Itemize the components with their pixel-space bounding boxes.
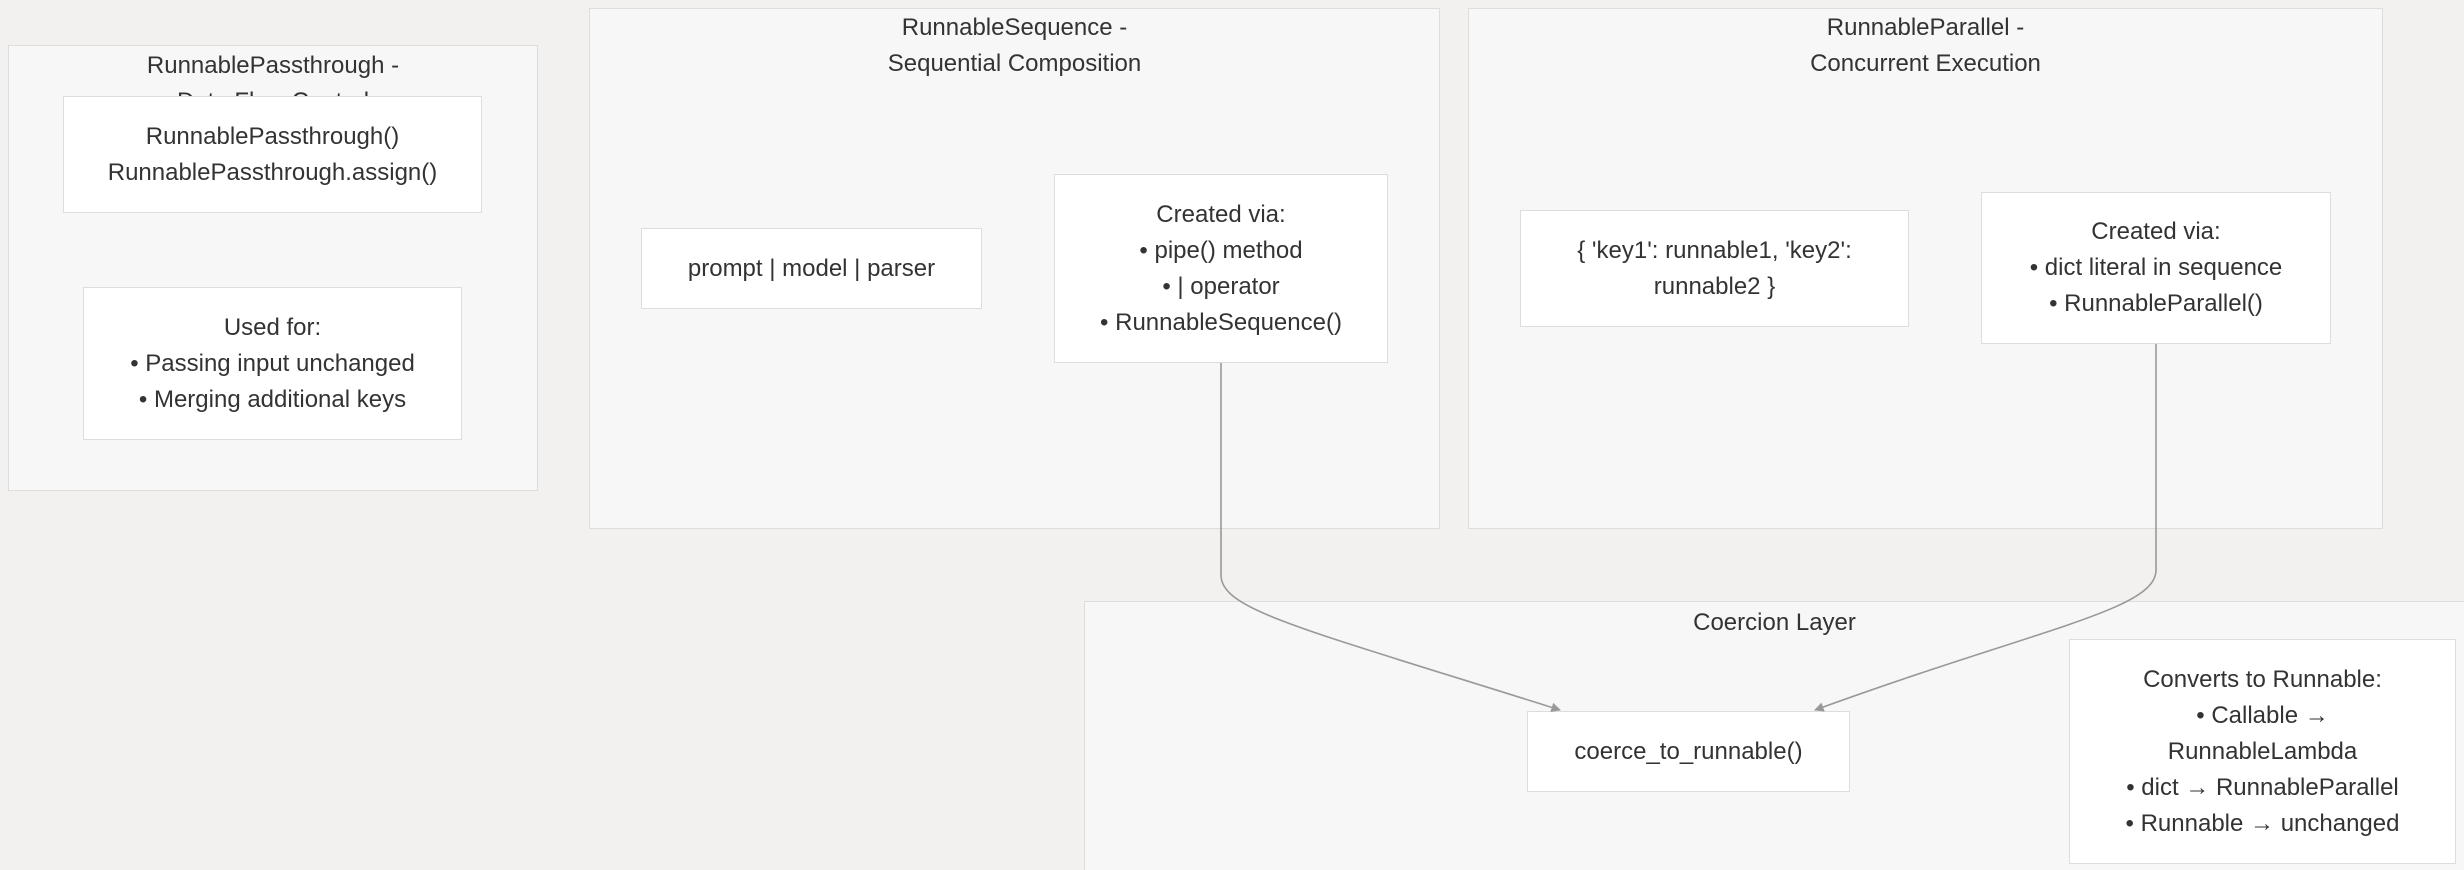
coerce-function-node: coerce_to_runnable() [1527, 711, 1850, 792]
passthrough-usage-label: Used for: • Passing input unchanged • Me… [130, 313, 415, 413]
sequence-example-node: prompt | model | parser [641, 228, 982, 309]
parallel-creation-label: Created via: • dict literal in sequence … [2029, 218, 2283, 317]
coerce-rules-node: Converts to Runnable: • Callable → Runna… [2069, 639, 2456, 864]
parallel-example-label: { 'key1': runnable1, 'key2': runnable2 } [1577, 236, 1852, 300]
coerce-rules-label: Converts to Runnable: • Callable → Runna… [2125, 665, 2400, 837]
passthrough-methods-node: RunnablePassthrough() RunnablePassthroug… [63, 96, 482, 213]
sequence-creation-node: Created via: • pipe() method • | operato… [1054, 174, 1388, 363]
parallel-creation-node: Created via: • dict literal in sequence … [1981, 192, 2331, 344]
coercion-cluster-title: Coercion Layer [1693, 609, 1856, 636]
parallel-example-node: { 'key1': runnable1, 'key2': runnable2 } [1520, 210, 1909, 327]
coerce-function-label: coerce_to_runnable() [1574, 737, 1803, 765]
sequence-creation-label: Created via: • pipe() method • | operato… [1100, 200, 1342, 336]
passthrough-usage-node: Used for: • Passing input unchanged • Me… [83, 287, 462, 440]
sequence-cluster-title: RunnableSequence - Sequential Compositio… [887, 14, 1142, 77]
passthrough-methods-label: RunnablePassthrough() RunnablePassthroug… [107, 122, 438, 186]
parallel-cluster-title: RunnableParallel - Concurrent Execution [1810, 14, 2041, 77]
sequence-example-label: prompt | model | parser [687, 254, 936, 282]
